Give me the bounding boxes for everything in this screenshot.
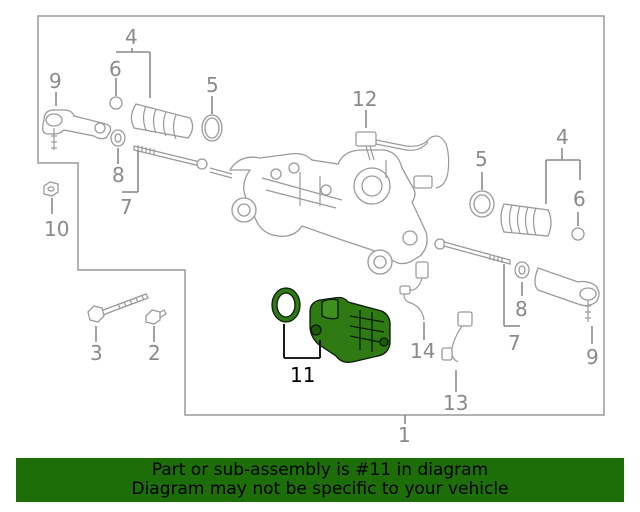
right-inner-tie-rod [434, 238, 530, 279]
callout-8-right: 8 [515, 297, 528, 321]
callout-4-left: 4 [125, 25, 138, 49]
callout-7-right: 7 [508, 331, 521, 355]
callout-12: 12 [352, 87, 377, 111]
sensor-14 [399, 261, 429, 321]
callout-10: 10 [44, 217, 69, 241]
callout-3: 3 [90, 341, 103, 365]
callout-8-left: 8 [112, 163, 125, 187]
callout-6-left: 6 [109, 57, 122, 81]
callout-4-right: 4 [556, 125, 569, 149]
left-boot [109, 96, 223, 142]
banner-line-part: Part or sub-assembly is #11 in diagram [151, 460, 489, 480]
steering-gear-housing [209, 149, 428, 275]
callout-11-highlighted: 11 [290, 363, 315, 387]
callout-5-left: 5 [206, 73, 219, 97]
right-tie-rod-end [534, 267, 600, 322]
left-inner-tie-rod [110, 129, 208, 170]
nut-10 [43, 181, 59, 197]
callout-6-right: 6 [573, 187, 586, 211]
callout-13: 13 [443, 391, 468, 415]
left-tie-rod-end [42, 109, 112, 150]
banner-line-disclaimer: Diagram may not be specific to your vehi… [131, 479, 509, 499]
info-banner: Part or sub-assembly is #11 in diagram D… [16, 458, 624, 502]
callout-14: 14 [410, 339, 435, 363]
callout-9-left: 9 [49, 69, 62, 93]
assembly-outline [37, 15, 605, 416]
wire-harness [355, 131, 450, 189]
callout-9-right: 9 [586, 345, 599, 369]
callout-5-right: 5 [475, 147, 488, 171]
leader-lines [51, 48, 593, 424]
sensor-13 [441, 311, 473, 363]
callout-1: 1 [398, 423, 411, 447]
callout-labels: 9 4 6 5 8 7 10 12 5 4 6 8 7 9 14 13 3 2 … [44, 25, 599, 447]
callout-2: 2 [148, 341, 161, 365]
parts-diagram: 9 4 6 5 8 7 10 12 5 4 6 8 7 9 14 13 3 2 … [37, 15, 605, 447]
highlighted-part-11 [271, 287, 391, 364]
bolt-2 [145, 309, 167, 325]
bolt-3 [87, 293, 149, 323]
callout-7-left: 7 [120, 195, 133, 219]
right-boot [469, 190, 585, 241]
